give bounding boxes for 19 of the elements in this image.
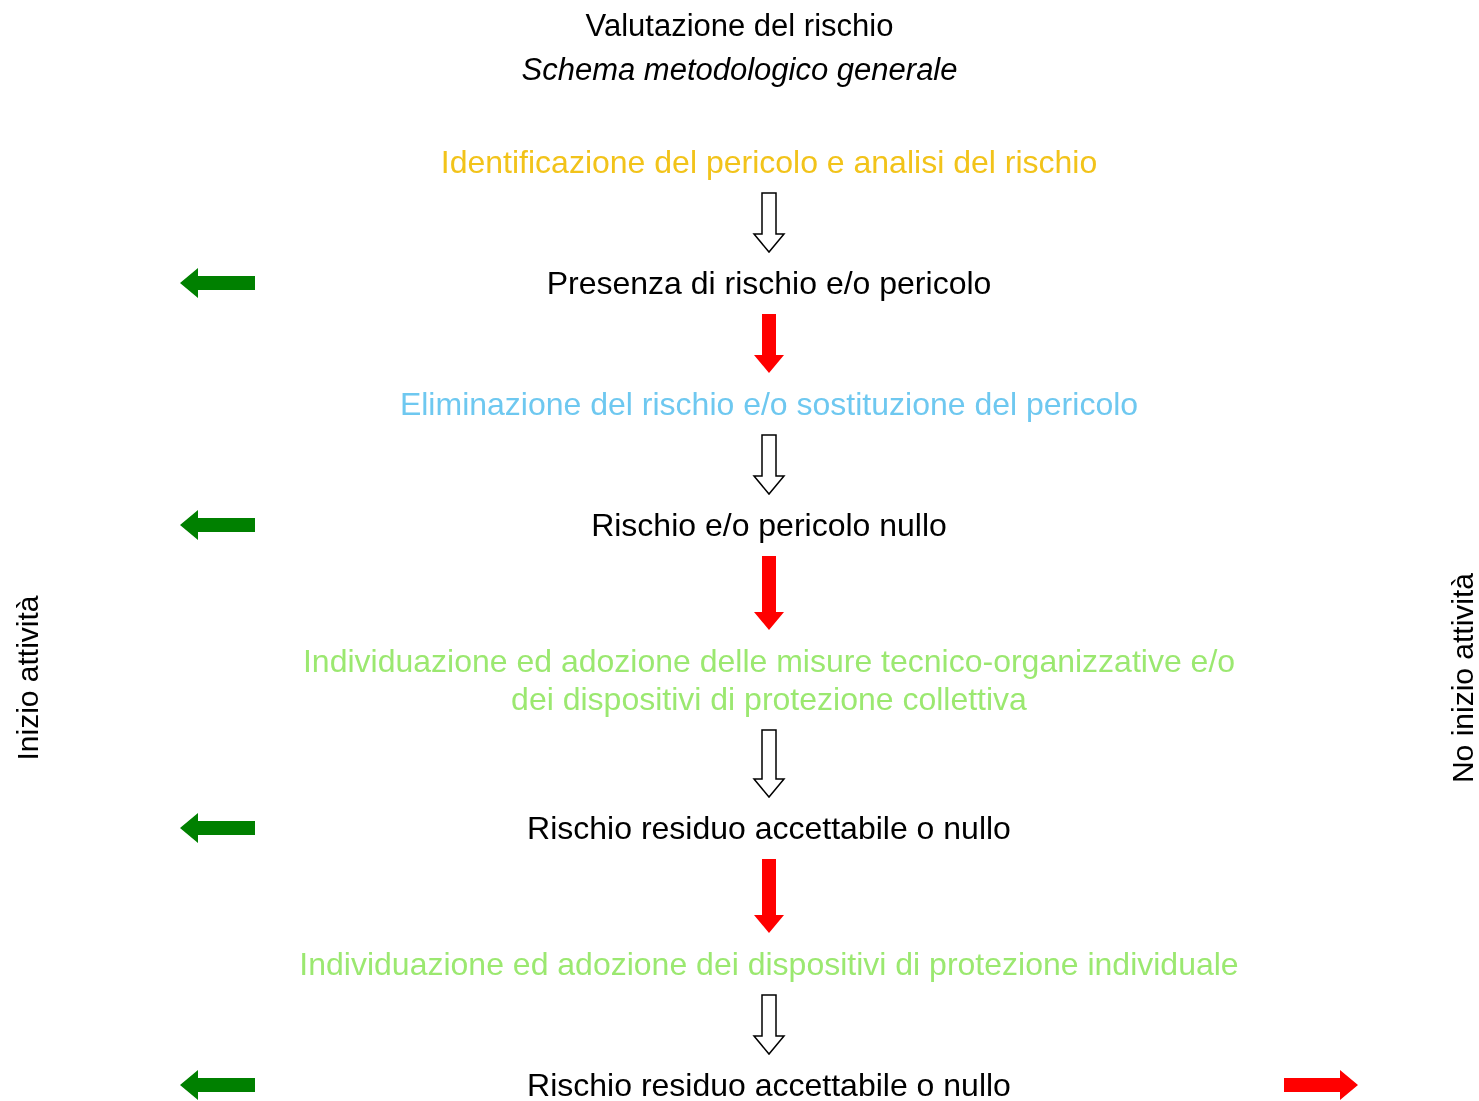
subtitle: Schema metodologico generale — [520, 51, 959, 89]
check-text: Presenza di rischio e/o pericolo — [546, 264, 992, 302]
arrow — [752, 192, 786, 254]
arrow — [752, 434, 786, 496]
step-text: Individuazione ed adozione dei dispositivi di protezione individuale — [299, 945, 1239, 983]
arrow — [752, 729, 786, 799]
step-text: Eliminazione del rischio e/o sostituzione del pericolo — [399, 385, 1139, 423]
arrow — [754, 556, 784, 630]
check-text: Rischio residuo accettabile o nullo — [527, 1066, 1011, 1101]
arrow — [754, 314, 784, 373]
check-text: Rischio e/o pericolo nullo — [591, 506, 947, 544]
arrow — [754, 859, 784, 933]
step-text: Individuazione ed adozione delle misure tecnico-organizzative e/o dei dispositivi di protezione collettiva — [281, 642, 1257, 718]
check-text: Rischio residuo accettabile o nullo — [527, 809, 1011, 847]
arrow — [752, 994, 786, 1056]
outcome-text: Inizio attività — [9, 595, 47, 761]
step-text: Identificazione del pericolo e analisi del rischio — [440, 143, 1098, 181]
outcome-text: No inizio attività — [1444, 572, 1479, 784]
title: Valutazione del rischio — [584, 7, 895, 45]
